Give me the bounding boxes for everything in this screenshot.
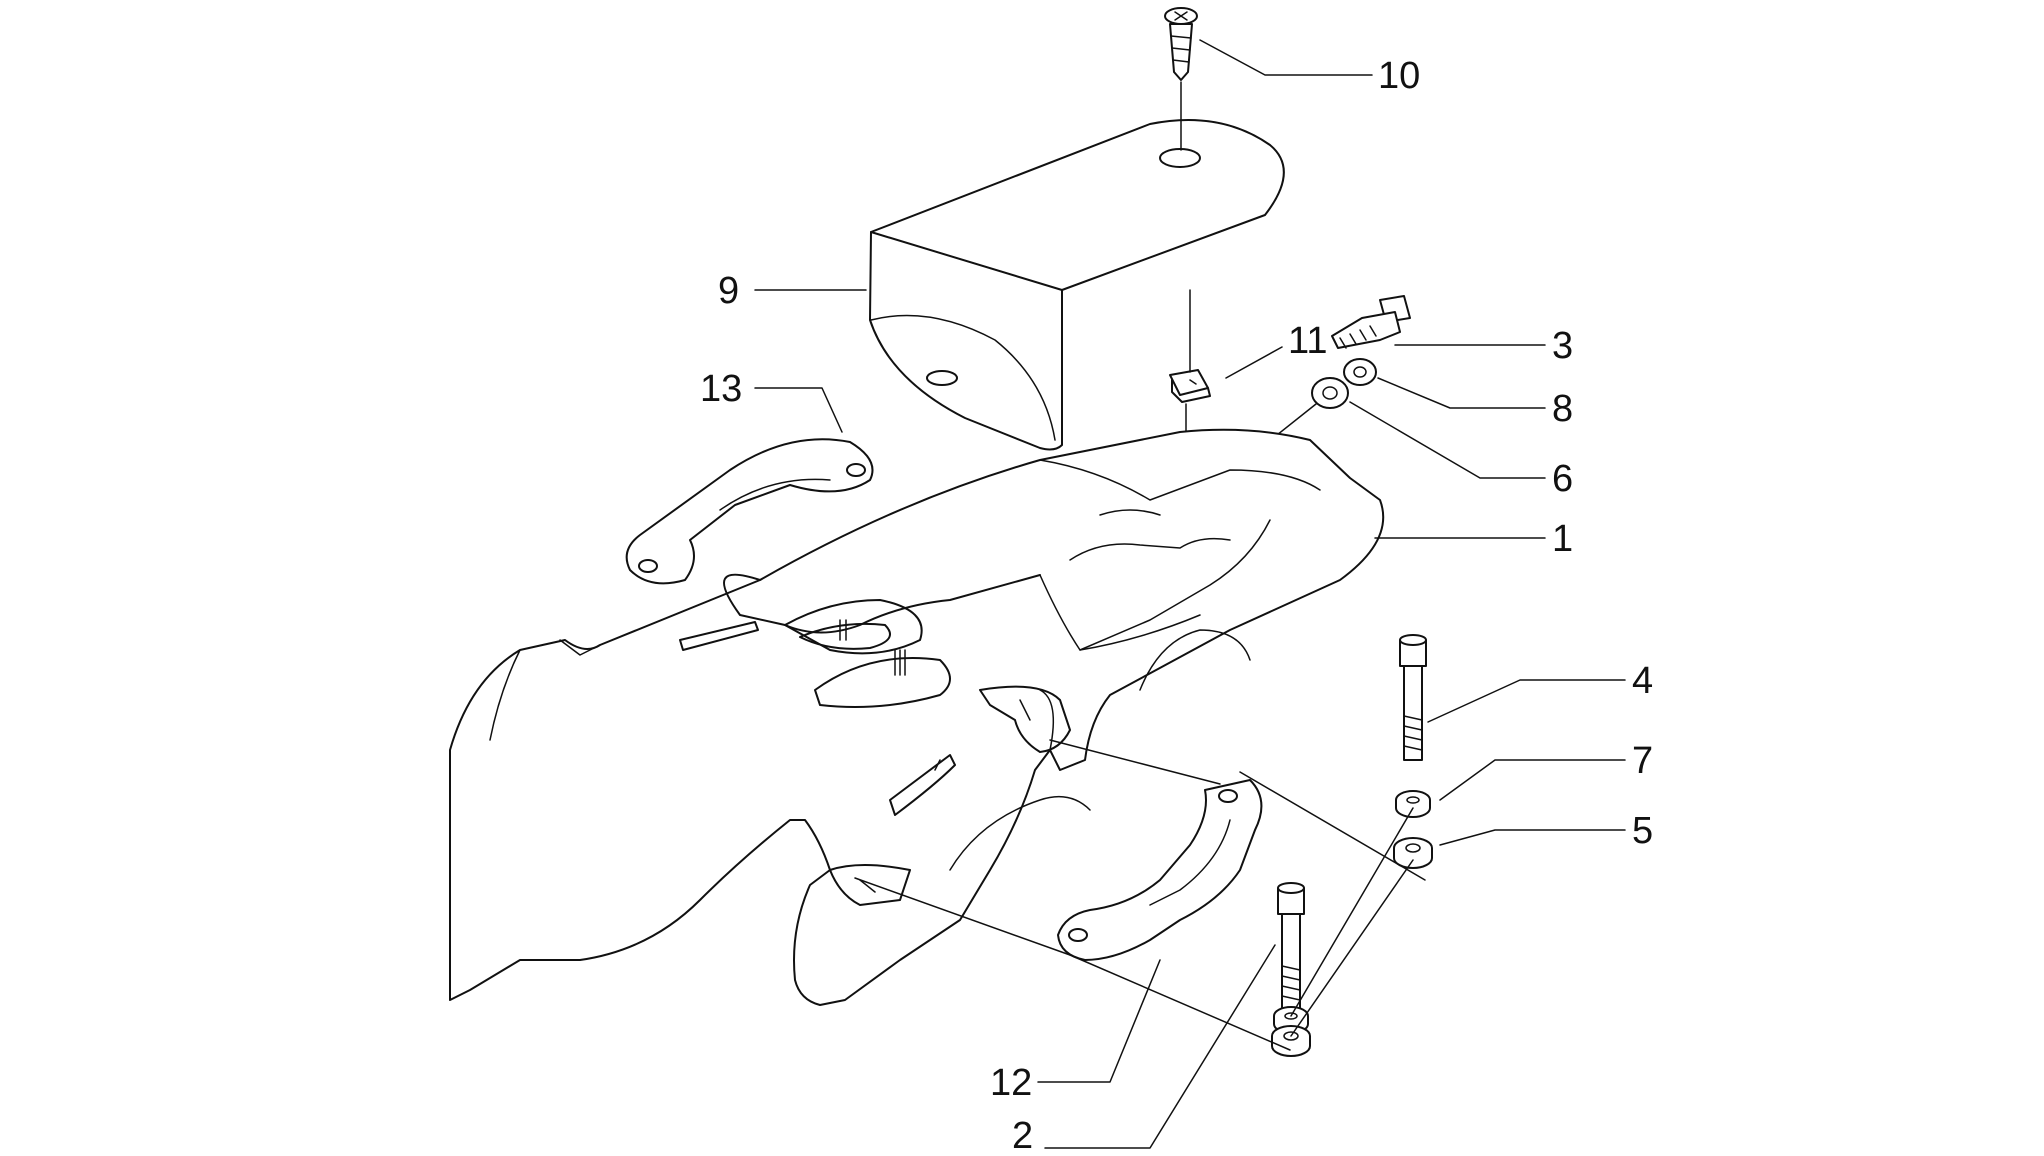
leader-10 xyxy=(1199,39,1373,76)
leader-4 xyxy=(1427,679,1626,723)
callout-8: 8 xyxy=(1552,388,1573,430)
callout-11: 11 xyxy=(1288,320,1327,362)
callout-4: 4 xyxy=(1632,660,1653,702)
part-11-clip-nut xyxy=(1169,289,1211,521)
callout-3: 3 xyxy=(1552,325,1573,367)
callout-2: 2 xyxy=(1012,1115,1033,1151)
callout-13: 13 xyxy=(700,368,742,410)
callout-5: 5 xyxy=(1632,810,1653,852)
leader-lines xyxy=(754,39,1626,1149)
callout-10: 10 xyxy=(1378,55,1420,97)
callout-numbers: 10 9 11 3 8 6 1 13 4 7 5 12 2 xyxy=(700,55,1653,1156)
leader-7 xyxy=(1439,759,1626,801)
part-4-bolt-upper xyxy=(1399,634,1427,761)
part-2-bolt-lower xyxy=(1277,882,1305,1011)
part-13-grab-handle xyxy=(625,438,874,585)
assembly-guide-lines xyxy=(854,739,1426,1051)
part-9-seat-cover xyxy=(869,119,1285,451)
part-7-washer-upper xyxy=(1395,790,1431,818)
leader-12 xyxy=(1037,959,1161,1083)
callout-9: 9 xyxy=(718,270,739,312)
part-1-rear-fairing xyxy=(449,428,1385,1006)
callout-6: 6 xyxy=(1552,458,1573,500)
leader-5 xyxy=(1439,829,1626,846)
callout-12: 12 xyxy=(990,1062,1032,1104)
leader-8 xyxy=(1377,377,1546,409)
leader-11 xyxy=(1225,346,1283,379)
part-5-washer-upper xyxy=(1393,837,1433,869)
leader-6 xyxy=(1349,401,1546,479)
leader-2 xyxy=(1044,944,1276,1149)
callout-7: 7 xyxy=(1632,740,1653,782)
part-8-washer xyxy=(1343,358,1377,386)
part-12-grab-handle xyxy=(1057,779,1263,961)
part-5-washer-lower xyxy=(1271,1025,1311,1057)
callout-1: 1 xyxy=(1552,518,1573,560)
part-10-screw xyxy=(1164,7,1198,151)
part-3-bolt xyxy=(1331,295,1411,349)
leader-13 xyxy=(754,387,843,433)
